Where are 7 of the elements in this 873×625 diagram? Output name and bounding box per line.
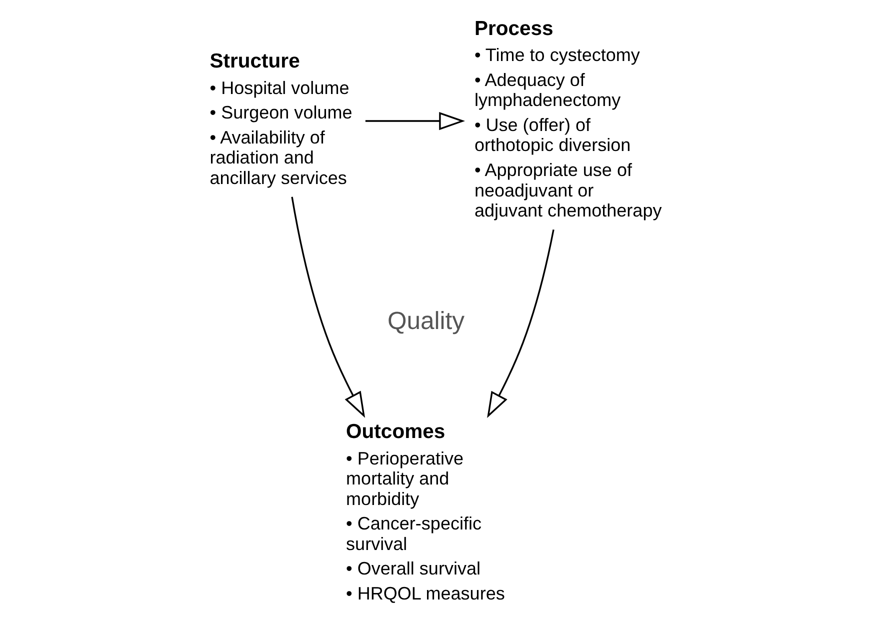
node-text: Process • Time to cystectomy • Adequacy of lymphadenectomy • Use (offer) of orthotopic diversion • Appropriate use of neoadjuvant or adjuvant chemotherapy <box>474 18 662 221</box>
node-text: Outcomes • Perioperative mortality and morbidity • Cancer-specific survival • Overall survival • HRQOL measures <box>346 420 504 604</box>
label: Quality <box>386 308 464 335</box>
arrow <box>486 229 554 418</box>
arrow <box>290 196 365 418</box>
arrow <box>364 112 465 130</box>
node-text: Structure • Hospital volume • Surgeon volume • Availability of radiation and ancillary services <box>209 50 352 188</box>
